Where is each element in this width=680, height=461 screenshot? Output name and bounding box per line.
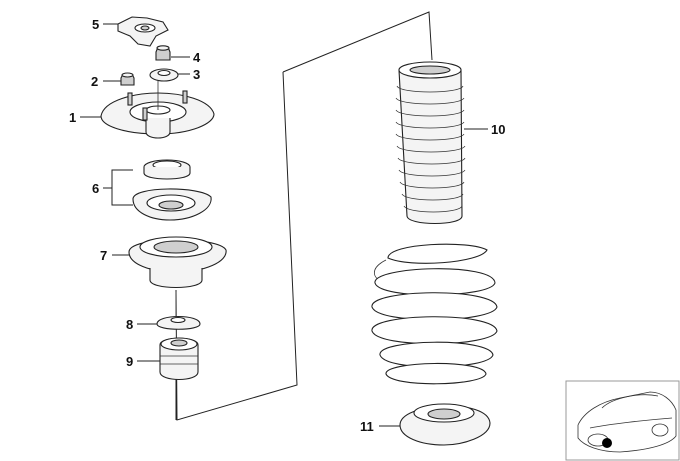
label-part-2: 2	[91, 74, 98, 89]
leader-lines	[80, 23, 488, 427]
part-11-lower-seat[interactable]	[399, 403, 491, 446]
part-6-spring-seat[interactable]	[132, 188, 212, 221]
part-4-nut[interactable]	[155, 45, 171, 61]
part-labels: 5 4 3 2 1 6 7 8 9 10 11	[69, 17, 505, 434]
part-6-upper-washer[interactable]	[143, 159, 191, 180]
label-part-9: 9	[126, 354, 133, 369]
label-part-6: 6	[92, 181, 99, 196]
label-part-7: 7	[100, 248, 107, 263]
label-part-8: 8	[126, 317, 133, 332]
part-9-bump-stop[interactable]	[159, 337, 199, 381]
label-part-1: 1	[69, 110, 76, 125]
label-part-3: 3	[193, 67, 200, 82]
label-part-5: 5	[92, 17, 99, 32]
part-3-washer[interactable]	[149, 68, 179, 82]
car-thumbnail-icon[interactable]	[565, 380, 680, 461]
part-5-cap[interactable]	[117, 16, 169, 47]
label-part-11: 11	[360, 419, 374, 434]
label-part-10: 10	[491, 122, 505, 137]
part-7-spring-pad[interactable]	[128, 236, 227, 288]
part-2-nut[interactable]	[120, 72, 135, 86]
part-10-boot[interactable]	[395, 61, 466, 224]
part-8-dust-cap[interactable]	[156, 292, 201, 330]
label-part-4: 4	[193, 50, 201, 65]
coil-spring	[371, 243, 498, 385]
part-1-strut-mount[interactable]	[100, 80, 215, 139]
